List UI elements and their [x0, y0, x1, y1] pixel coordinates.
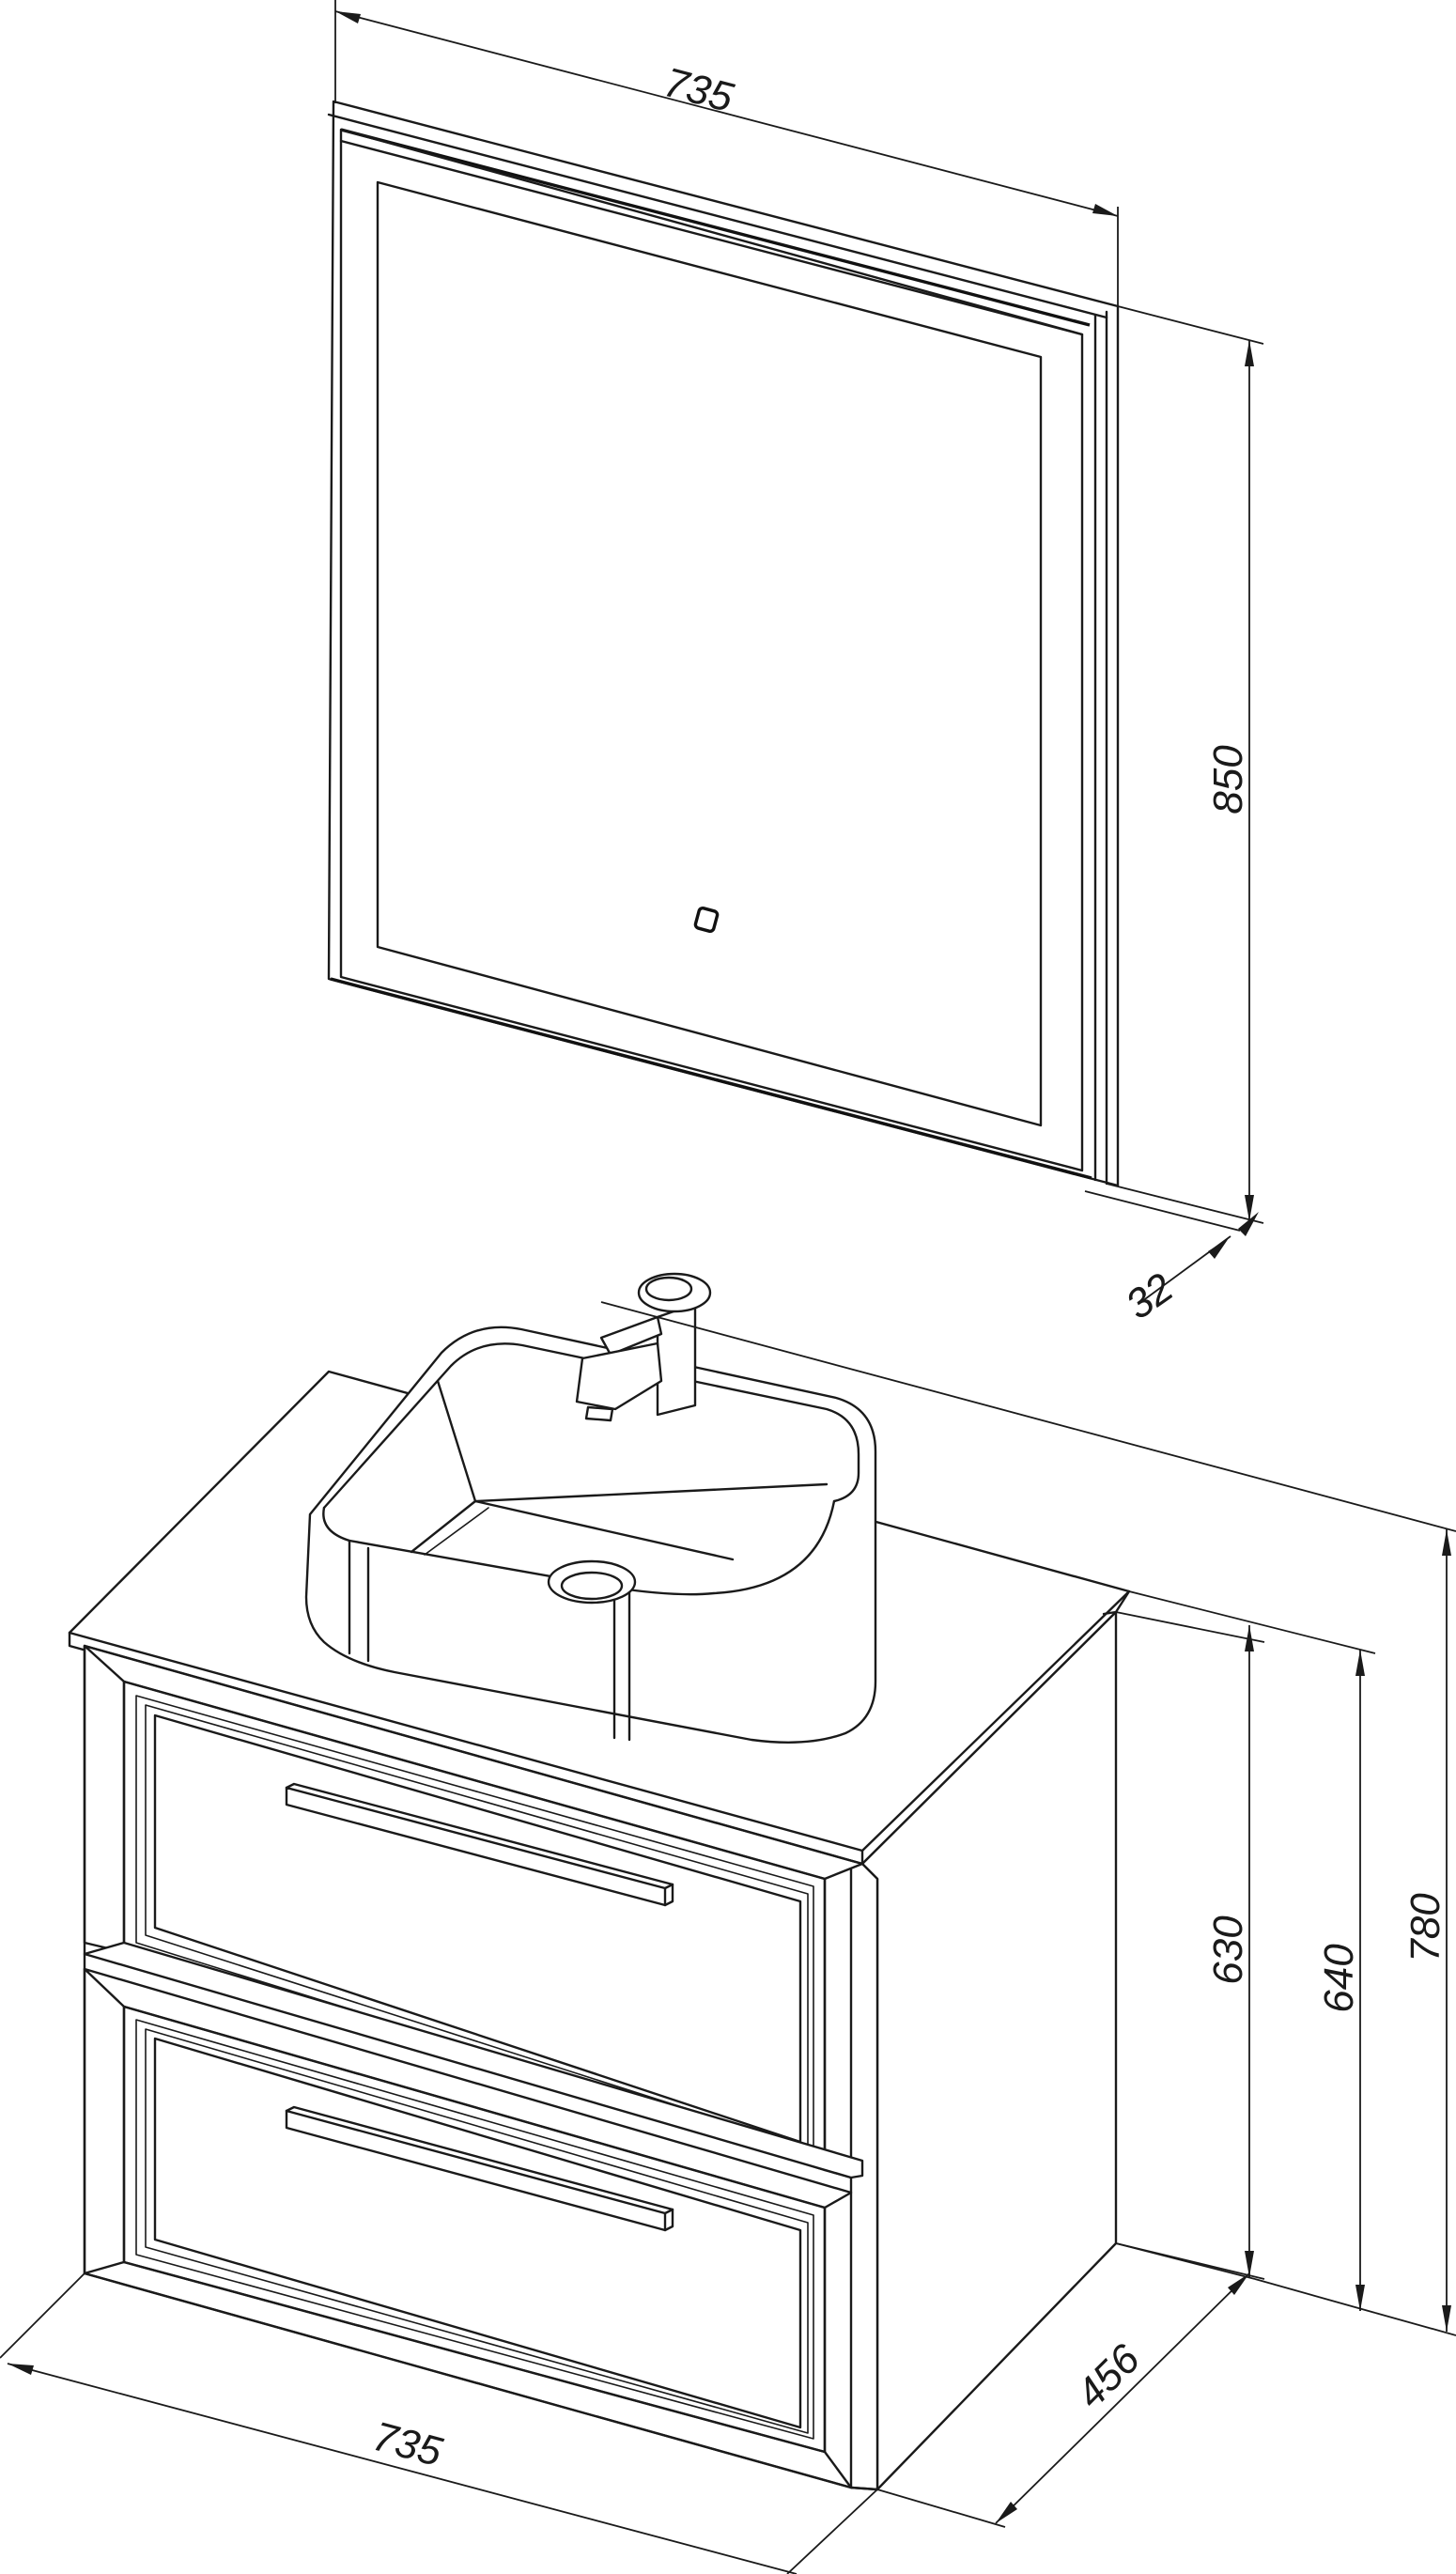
cabinet-body-height-label: 630	[1205, 1915, 1251, 1985]
dimension-mirror-width: 735	[334, 0, 1119, 306]
basin-inner-left-wall	[410, 1499, 477, 1554]
mirror-face	[339, 128, 1084, 1172]
basin-rim-inner	[322, 1342, 860, 1510]
basin-inner-floor	[473, 1499, 735, 1561]
basin-drain	[547, 1559, 637, 1605]
mirror-glass-panel	[376, 180, 1043, 1127]
drawer-gap	[83, 1941, 864, 2179]
total-height-label: 780	[1402, 1893, 1448, 1962]
dimension-total-height: 780	[600, 1301, 1456, 2336]
mirror-depth-label: 32	[1118, 1264, 1182, 1328]
mirror-frame-outer	[327, 100, 1120, 1187]
lower-drawer-moulding-2	[145, 2028, 809, 2434]
lower-handle-top	[285, 2105, 674, 2211]
mirror-bottom-edge	[330, 977, 1092, 1180]
faucet-lever[interactable]	[599, 1315, 663, 1357]
mirror-bevel-top-2	[340, 128, 1091, 327]
faucet	[575, 1272, 712, 1422]
mirror-height-label: 850	[1205, 745, 1251, 814]
faucet-cap-top	[644, 1276, 693, 1302]
lower-handle-end	[663, 2208, 674, 2232]
cabinet-top-height-label: 640	[1316, 1944, 1362, 2013]
basin-inner-left-wall-2	[424, 1507, 489, 1556]
faucet-cap	[637, 1272, 712, 1313]
dimension-mirror-height: 850	[1106, 305, 1264, 1224]
faucet-body	[656, 1302, 697, 1417]
mirror-width-label: 735	[659, 59, 738, 121]
dimension-cabinet-body-height: 630	[1115, 1611, 1265, 2280]
cabinet-bottom-edge	[83, 2272, 853, 2489]
upper-handle-top	[285, 1782, 674, 1886]
cabinet-depth-label: 456	[1067, 2335, 1149, 2417]
side-top-line	[1102, 1610, 1118, 1616]
vessel-basin	[304, 1326, 877, 1744]
faucet-spout	[575, 1341, 663, 1411]
lower-drawer-bottom	[122, 2260, 827, 2454]
mirror-bevel-top-3	[339, 139, 1084, 336]
basin-drain-inner	[560, 1571, 624, 1601]
dimension-mirror-depth: 32	[1084, 1190, 1259, 1328]
dimension-cabinet-top-height: 640	[1128, 1590, 1376, 2314]
lower-drawer	[83, 1941, 864, 2489]
cabinet-width-label: 735	[368, 2413, 447, 2475]
upper-handle-end	[663, 1883, 674, 1907]
faucet-aerator	[584, 1405, 614, 1422]
lower-drawer-panel	[153, 2037, 802, 2429]
basin-outer-shell	[304, 1326, 877, 1744]
front-bottom-corner	[849, 2486, 879, 2491]
mirror-bevel-top-1	[327, 113, 1108, 319]
mirror	[327, 100, 1120, 1187]
basin-opening	[322, 1499, 836, 1596]
square-touch-sensor-icon	[693, 906, 720, 934]
lower-drawer-moulding-1	[135, 2019, 814, 2440]
